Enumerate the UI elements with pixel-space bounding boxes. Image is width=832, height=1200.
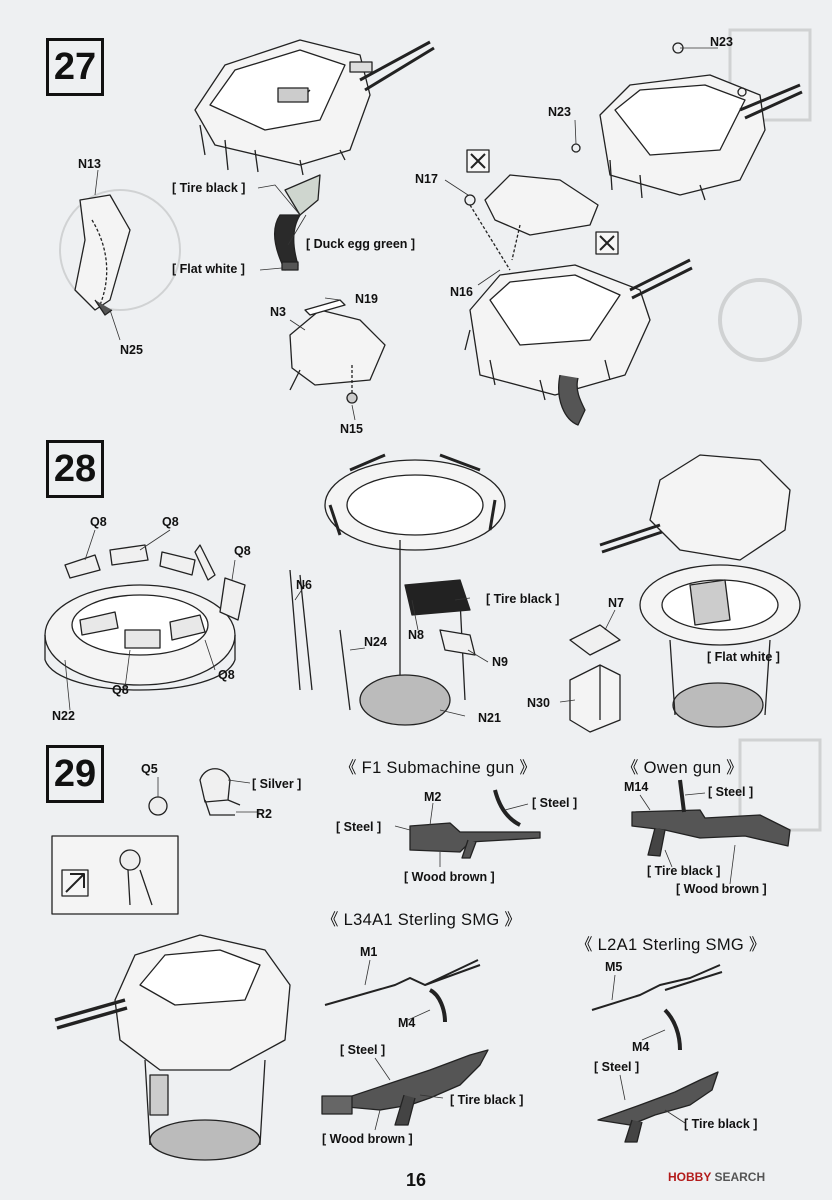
paint-label: [ Silver ]	[252, 777, 302, 791]
part-label: N23	[548, 105, 571, 119]
no-glue-symbol-2	[595, 231, 619, 255]
part-label: N7	[608, 596, 624, 610]
step27-hatch-n3	[289, 299, 386, 404]
part-label: N6	[296, 578, 312, 592]
step27-turret-top	[194, 39, 435, 176]
part-label: Q8	[234, 544, 251, 558]
step28-assembled	[599, 454, 801, 728]
part-label: Q5	[141, 762, 158, 776]
gun-owen	[631, 779, 791, 857]
paint-label: [ Tire black ]	[450, 1093, 524, 1107]
paint-label: [ Wood brown ]	[404, 870, 495, 884]
part-label: Q8	[218, 668, 235, 682]
part-label: Q8	[162, 515, 179, 529]
part-label: N8	[408, 628, 424, 642]
paint-label: [ Wood brown ]	[676, 882, 767, 896]
part-label: N19	[355, 292, 378, 306]
gun-title-f1: 《 F1 Submachine gun 》	[340, 759, 537, 777]
part-label: M4	[632, 1040, 650, 1054]
step-27-number: 27	[46, 38, 104, 96]
gun-l2a1-parts	[591, 964, 723, 1051]
paint-label: [ Flat white ]	[707, 650, 780, 664]
part-label: N23	[710, 35, 733, 49]
paint-label: [ Wood brown ]	[322, 1132, 413, 1146]
watermark-logo: HOBBY SEARCH	[668, 1170, 765, 1184]
step27-turret-assembled	[464, 258, 693, 426]
brand-search: SEARCH	[714, 1170, 766, 1184]
paint-label: [ Tire black ]	[486, 592, 560, 606]
part-label: Q8	[112, 683, 129, 697]
step29-inset-detail	[61, 849, 153, 906]
gun-title-l34a1: 《 L34A1 Sterling SMG 》	[322, 911, 522, 929]
step-29-number: 29	[46, 745, 104, 803]
part-label: N3	[270, 305, 286, 319]
paint-label: [ Steel ]	[336, 820, 382, 834]
part-label: M14	[624, 780, 649, 794]
step29-turret	[54, 934, 291, 1161]
paint-label: [ Duck egg green ]	[306, 237, 416, 251]
paint-label: [ Steel ]	[532, 796, 578, 810]
gun-f1	[409, 789, 541, 859]
paint-label: [ Tire black ]	[684, 1117, 758, 1131]
step27-pad-n13-n25	[74, 194, 131, 316]
no-glue-symbol-1	[466, 149, 490, 173]
step27-hatch-n17	[464, 174, 599, 271]
part-label: M5	[605, 960, 623, 974]
paint-label: [ Flat white ]	[172, 262, 245, 276]
step27-painted-pad	[273, 174, 321, 271]
page-number: 16	[406, 1170, 427, 1190]
part-label: R2	[256, 807, 272, 821]
part-label: N9	[492, 655, 508, 669]
paint-label: [ Steel ]	[708, 785, 754, 799]
gun-title-owen: 《 Owen gun 》	[622, 759, 743, 777]
part-label: N30	[527, 696, 550, 710]
part-label: N16	[450, 285, 473, 299]
part-label: Q8	[90, 515, 107, 529]
gun-l34a1-parts	[324, 959, 481, 1023]
step-28-number: 28	[46, 440, 104, 498]
part-label: M2	[424, 790, 442, 804]
part-label: N17	[415, 172, 438, 186]
brand-hobby: HOBBY	[668, 1170, 712, 1184]
step28-frame	[289, 453, 506, 726]
paint-label: [ Steel ]	[594, 1060, 640, 1074]
part-label: M4	[398, 1016, 416, 1030]
part-label: N21	[478, 711, 501, 725]
part-label: N15	[340, 422, 363, 436]
step28-ring	[44, 544, 246, 691]
step28-box-n30	[569, 624, 621, 733]
gun-l34a1	[321, 1049, 489, 1126]
step29-light	[148, 768, 241, 816]
leader-lines	[64, 47, 736, 1131]
paint-label: [ Steel ]	[340, 1043, 386, 1057]
gun-title-l2a1: 《 L2A1 Sterling SMG 》	[576, 936, 766, 954]
part-label: N22	[52, 709, 75, 723]
paint-label: [ Tire black ]	[647, 864, 721, 878]
paint-label: [ Tire black ]	[172, 181, 246, 195]
step27-turret-n23	[571, 42, 803, 201]
part-label: N13	[78, 157, 101, 171]
gun-l2a1	[597, 1071, 719, 1143]
part-label: M1	[360, 945, 378, 959]
part-label: N24	[364, 635, 387, 649]
part-label: N25	[120, 343, 143, 357]
